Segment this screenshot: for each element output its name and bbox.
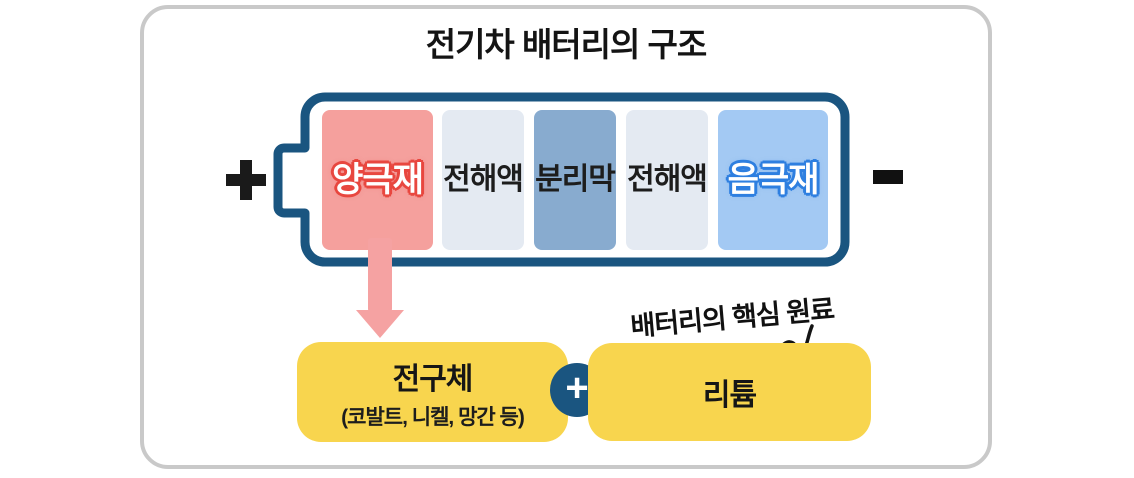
segment-label-electrolyte-1: 전해액 [443,163,524,196]
precursor-box: 전구체 (코발트, 니켈, 망간 등) [297,342,568,442]
battery-diagram [273,92,850,338]
positive-terminal-symbol [226,160,266,200]
negative-terminal-symbol [873,170,903,184]
cathode-arrow-icon [356,238,404,338]
lithium-box: 리튬 [588,343,871,441]
segment-label-electrolyte-2: 전해액 [627,163,708,196]
segment-label-anode: 음극재 [727,161,820,199]
page-title: 전기차 배터리의 구조 [425,26,708,63]
segment-label-separator: 분리막 [535,163,616,196]
segment-cathode [322,110,433,250]
segment-anode [718,110,828,250]
precursor-subtitle: (코발트, 니켈, 망간 등) [341,405,525,429]
segment-separator [534,110,616,250]
segment-label-cathode: 양극재 [332,161,424,199]
segment-electrolyte-2 [626,110,708,250]
precursor-title: 전구체 [392,362,474,396]
segment-electrolyte-1 [442,110,524,250]
lithium-title: 리튬 [702,379,757,412]
